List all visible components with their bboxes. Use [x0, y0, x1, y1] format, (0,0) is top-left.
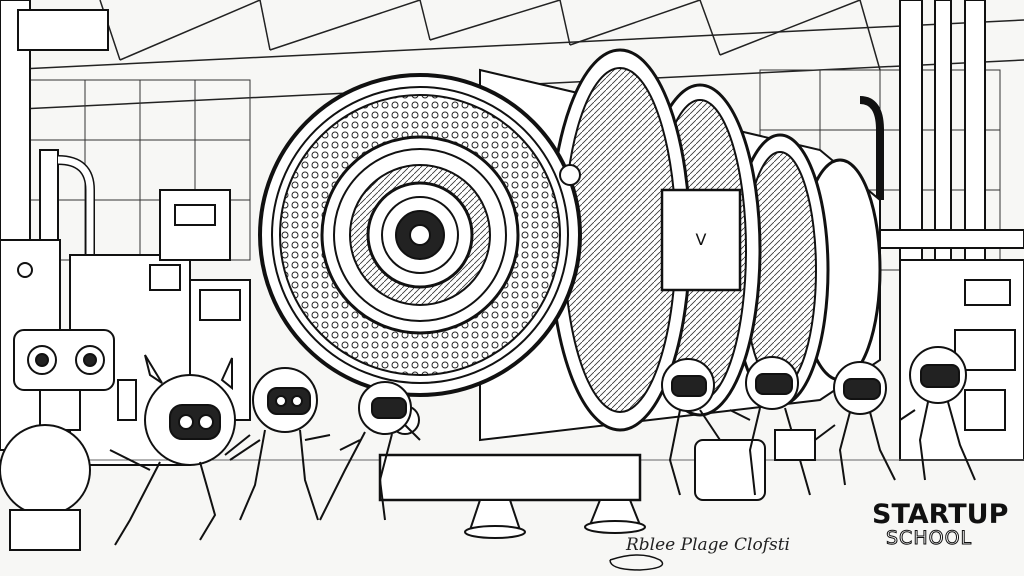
reactor-machine: V — [258, 48, 882, 539]
robot-helper-3 — [319, 381, 421, 521]
machine-panel-glyph: V — [696, 230, 707, 249]
artist-signature: Rblee Plage Clofsti — [626, 535, 790, 555]
logo-text-startup: STARTUP — [872, 499, 1009, 530]
machine-stand — [378, 453, 642, 502]
machine-side-panel — [660, 188, 742, 292]
robot-left — [0, 329, 115, 551]
robot-helper-6 — [814, 361, 896, 486]
startup-school-logo: STARTUP SCHOOL — [872, 500, 1008, 552]
floor-cable — [609, 554, 664, 571]
robot-helper-7 — [899, 346, 976, 481]
factory-ceiling — [0, 0, 1024, 111]
robot-helper-5 — [729, 356, 816, 496]
pipes-right — [859, 0, 1024, 331]
robot-helper-2 — [229, 367, 331, 521]
robot-helper-1 — [109, 354, 251, 546]
robot-helper-4 — [661, 358, 766, 501]
logo-text-school: SCHOOL — [885, 527, 973, 549]
